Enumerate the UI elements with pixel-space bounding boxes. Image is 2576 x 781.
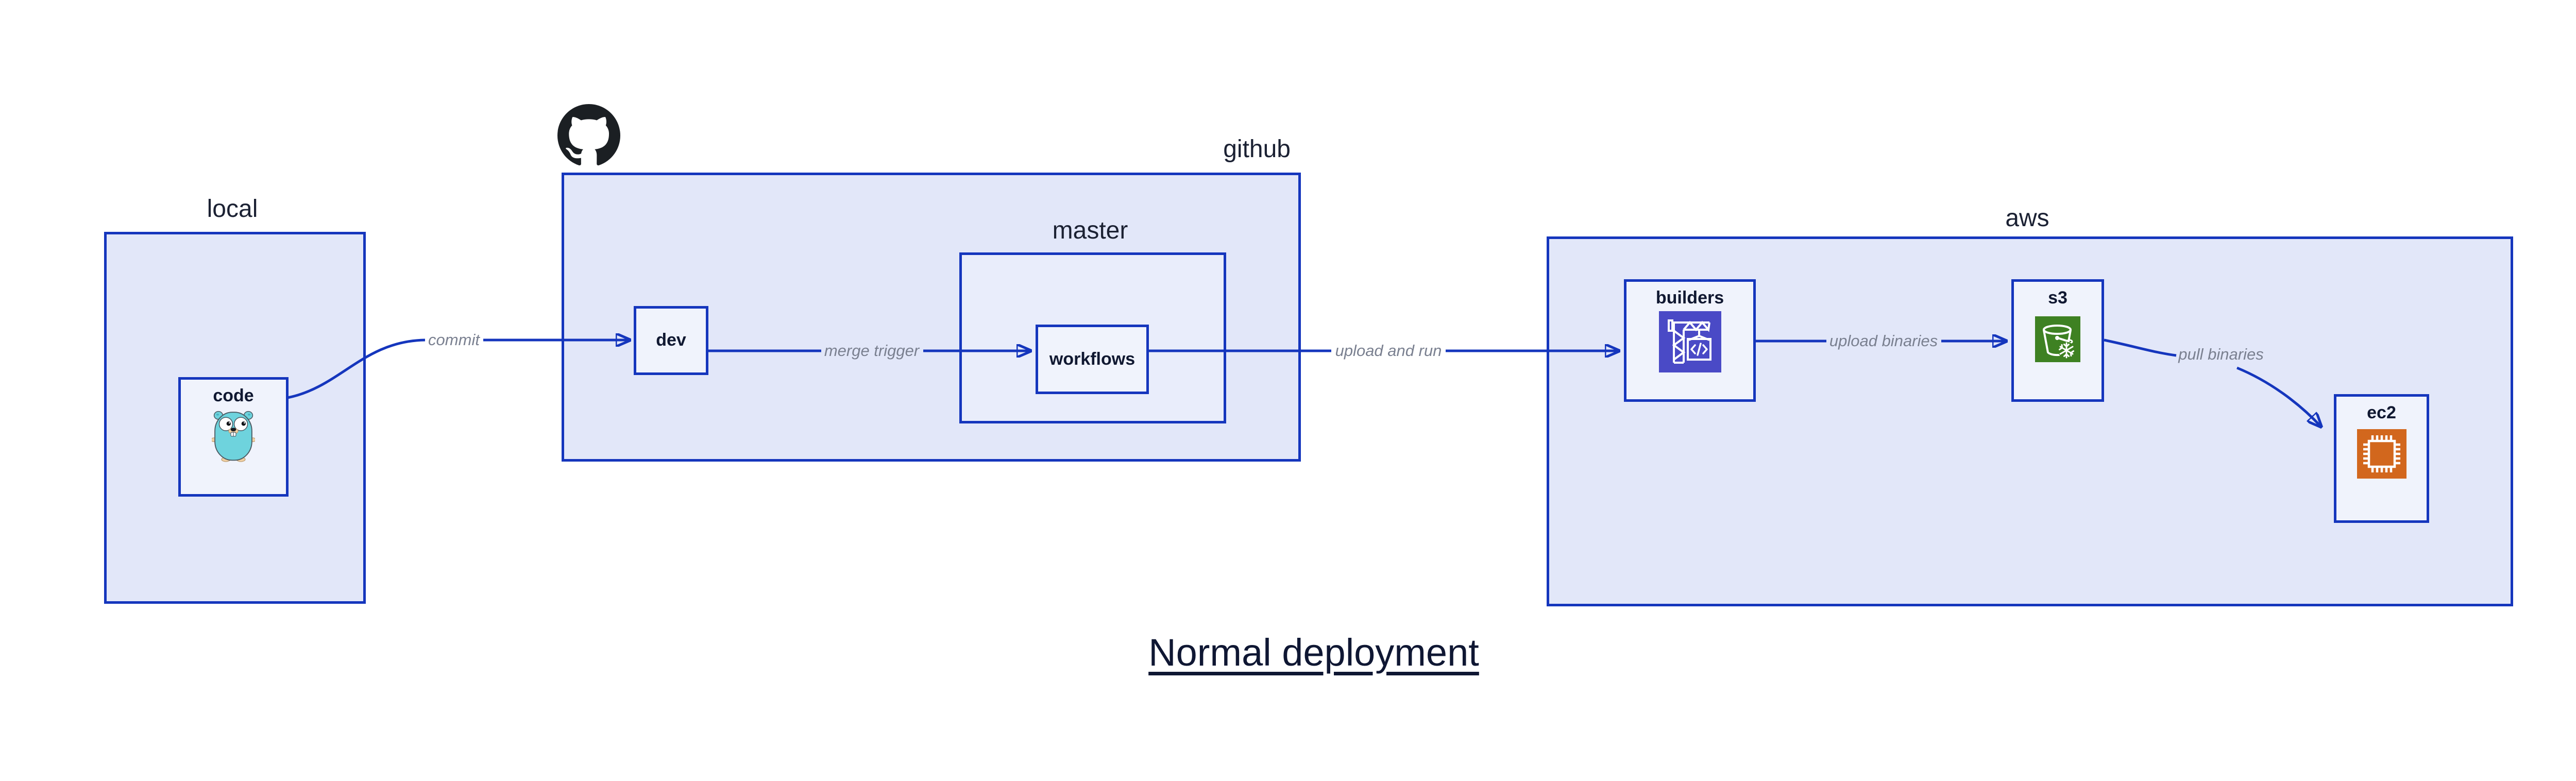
code-node-label: code (213, 386, 254, 405)
go-gopher-icon (212, 411, 255, 462)
github-container-label: github (1223, 135, 1291, 163)
dev-node-label: dev (656, 330, 686, 350)
edge-label-upload-binaries: upload binaries (1829, 332, 1938, 350)
workflows-node-label: workflows (1049, 349, 1136, 369)
code-node: code (178, 377, 289, 497)
codebuild-crane-icon (1658, 311, 1721, 373)
ec2-node: ec2 (2334, 394, 2429, 523)
edge-label-merge-trigger: merge trigger (824, 342, 920, 360)
github-octocat-icon (557, 104, 620, 165)
diagram-title: Normal deployment (1148, 631, 1479, 674)
builders-node: builders (1624, 279, 1756, 402)
s3-node: s3 (2011, 279, 2104, 402)
master-container-label: master (1052, 217, 1128, 244)
workflows-node: workflows (1036, 325, 1149, 394)
dev-node: dev (634, 306, 708, 375)
s3-glacier-bucket-snowflake-icon (2035, 316, 2080, 363)
ec2-cpu-chip-icon (2357, 429, 2406, 479)
builders-node-label: builders (1655, 288, 1724, 308)
edge-label-pull-binaries: pull binaries (2178, 345, 2264, 363)
ec2-node-label: ec2 (2367, 403, 2396, 422)
local-container-label: local (207, 195, 258, 223)
aws-container-label: aws (2005, 205, 2049, 232)
s3-node-label: s3 (2048, 288, 2067, 308)
edge-label-commit: commit (428, 331, 480, 349)
edge-label-upload-and-run: upload and run (1335, 342, 1442, 360)
